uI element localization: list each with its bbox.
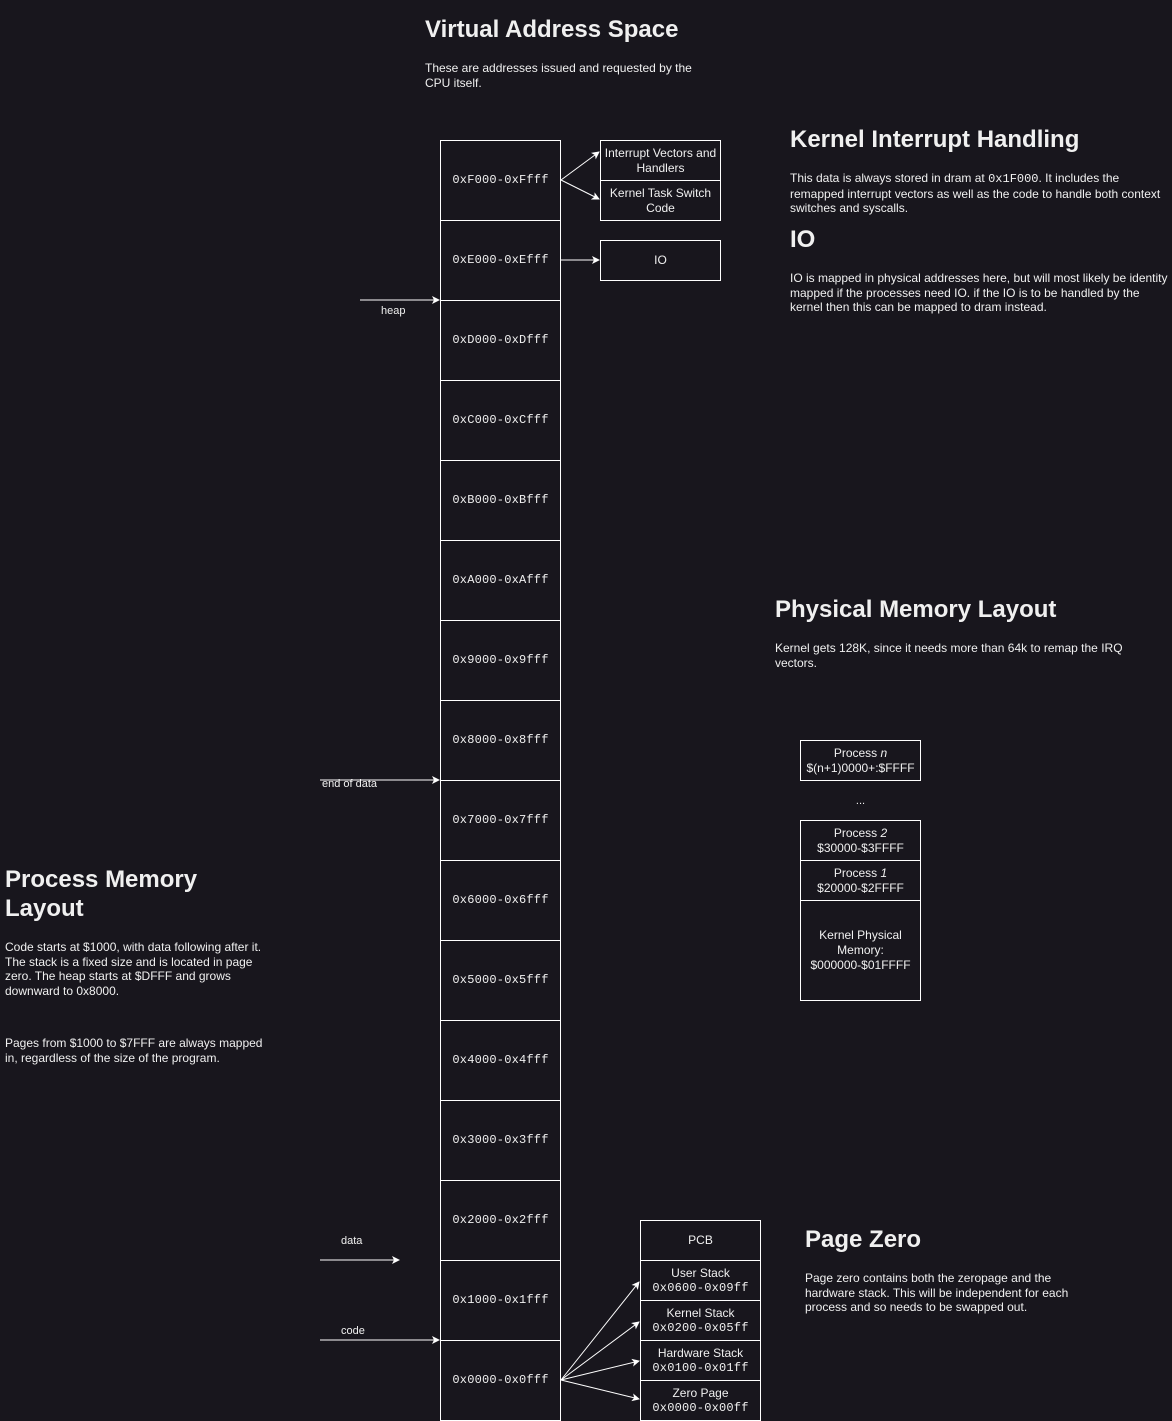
address-range-label: 0x8000-0x8fff: [452, 733, 549, 747]
process-n-box: Process n $(n+1)0000+:$FFFF: [800, 740, 921, 781]
zero-page-range: 0x0000-0x00ff: [652, 1400, 749, 1415]
io-title: IO: [790, 226, 816, 253]
process-memory-desc-2: Pages from $1000 to $7FFF are always map…: [5, 1036, 263, 1065]
kernel-stack-label: Kernel Stack: [666, 1305, 735, 1320]
kernel-interrupt-desc-code: 0x1F000: [988, 172, 1039, 186]
end-of-data-label: end of data: [322, 778, 378, 790]
address-range-label: 0x0000-0x0fff: [452, 1373, 549, 1387]
process-1-text: Process: [833, 865, 881, 880]
io-desc: IO is mapped in physical addresses here,…: [790, 271, 1168, 314]
kernel-task-switch-label: Kernel Task Switch Code: [609, 185, 712, 215]
arrow-to-kernel-stack: [560, 1321, 640, 1381]
hardware-stack-box: Hardware Stack 0x0100-0x01ff: [640, 1340, 761, 1381]
address-range-label: 0xF000-0xFfff: [452, 173, 549, 187]
process-n-var: n: [880, 745, 888, 760]
kernel-interrupt-desc-pre: This data is always stored in dram at: [790, 171, 989, 185]
kernel-task-switch-box: Kernel Task Switch Code: [600, 180, 721, 221]
kernel-interrupt-title: Kernel Interrupt Handling: [790, 126, 1080, 153]
address-range-label: 0x4000-0x4fff: [452, 1053, 549, 1067]
arrow-to-zero-page: [560, 1379, 640, 1402]
process-2-range: $30000-$3FFFF: [817, 840, 904, 855]
io-box-label: IO: [654, 253, 667, 267]
process-n-text: Process: [833, 745, 881, 760]
process-1-var: 1: [880, 865, 888, 880]
process-2-text: Process: [833, 825, 881, 840]
process-n-range: $(n+1)0000+:$FFFF: [806, 760, 915, 775]
virtual-address-space-desc: These are addresses issued and requested…: [425, 61, 692, 90]
kernel-physical-range: $000000-$01FFFF: [810, 958, 911, 972]
page-zero-title: Page Zero: [805, 1226, 922, 1253]
address-range-label: 0xE000-0xEfff: [452, 253, 549, 267]
address-range-label: 0x7000-0x7fff: [452, 813, 549, 827]
address-range-label: 0xD000-0xDfff: [452, 333, 549, 347]
address-range-label: 0xA000-0xAfff: [452, 573, 549, 587]
zero-page-label: Zero Page: [672, 1385, 729, 1400]
process-1-range: $20000-$2FFFF: [817, 880, 904, 895]
interrupt-vectors-label: Interrupt Vectors and Handlers: [604, 145, 717, 175]
kernel-stack-range: 0x0200-0x05ff: [652, 1320, 749, 1335]
address-range-label: 0xC000-0xCfff: [452, 413, 549, 427]
kernel-physical-label: Kernel Physical Memory:: [819, 928, 902, 957]
process-n-label: Process n: [834, 746, 887, 761]
process-memory-desc-1: Code starts at $1000, with data followin…: [5, 940, 262, 998]
process-1-label: Process 1: [834, 866, 887, 881]
page-zero-desc: Page zero contains both the zeropage and…: [805, 1271, 1069, 1314]
process-2-label: Process 2: [834, 826, 887, 841]
arrow-to-interrupt-vectors: [560, 151, 600, 181]
process-2-var: 2: [880, 825, 888, 840]
heap-label: heap: [381, 305, 406, 317]
address-range-label: 0xB000-0xBfff: [452, 493, 549, 507]
interrupt-vectors-box: Interrupt Vectors and Handlers: [600, 140, 721, 181]
arrow-to-kernel-task-switch: [560, 179, 600, 200]
process-1-box: Process 1 $20000-$2FFFF: [800, 860, 921, 901]
process-memory-title: Process Memory Layout: [5, 866, 198, 922]
pcb-label: PCB: [688, 1233, 713, 1247]
kernel-interrupt-desc-post: . It includes the remapped interrupt vec…: [790, 171, 1161, 215]
kernel-physical-box: Kernel Physical Memory: $000000-$01FFFF: [800, 900, 921, 1001]
hardware-stack-range: 0x0100-0x01ff: [652, 1360, 749, 1375]
io-box: IO: [600, 240, 721, 281]
kernel-interrupt-desc: This data is always stored in dram at 0x…: [790, 171, 1170, 216]
user-stack-range: 0x0600-0x09ff: [652, 1280, 749, 1295]
code-label: code: [341, 1325, 365, 1337]
arrow-to-hardware-stack: [560, 1358, 640, 1381]
hardware-stack-label: Hardware Stack: [657, 1345, 744, 1360]
physical-memory-title: Physical Memory Layout: [775, 596, 1057, 623]
address-range-label: 0x3000-0x3fff: [452, 1133, 549, 1147]
virtual-address-space-title: Virtual Address Space: [425, 16, 679, 43]
user-stack-label: User Stack: [671, 1265, 730, 1280]
process-ellipsis: ...: [855, 795, 866, 807]
address-range-label: 0x6000-0x6fff: [452, 893, 549, 907]
physical-memory-desc: Kernel gets 128K, since it needs more th…: [775, 641, 1123, 670]
address-range-label: 0x2000-0x2fff: [452, 1213, 549, 1227]
address-range-label: 0x1000-0x1fff: [452, 1293, 549, 1307]
address-range-label: 0x5000-0x5fff: [452, 973, 549, 987]
address-range-label: 0x9000-0x9fff: [452, 653, 549, 667]
data-label: data: [341, 1235, 363, 1247]
arrow-to-user-stack: [560, 1281, 640, 1381]
process-2-box: Process 2 $30000-$3FFFF: [800, 820, 921, 861]
